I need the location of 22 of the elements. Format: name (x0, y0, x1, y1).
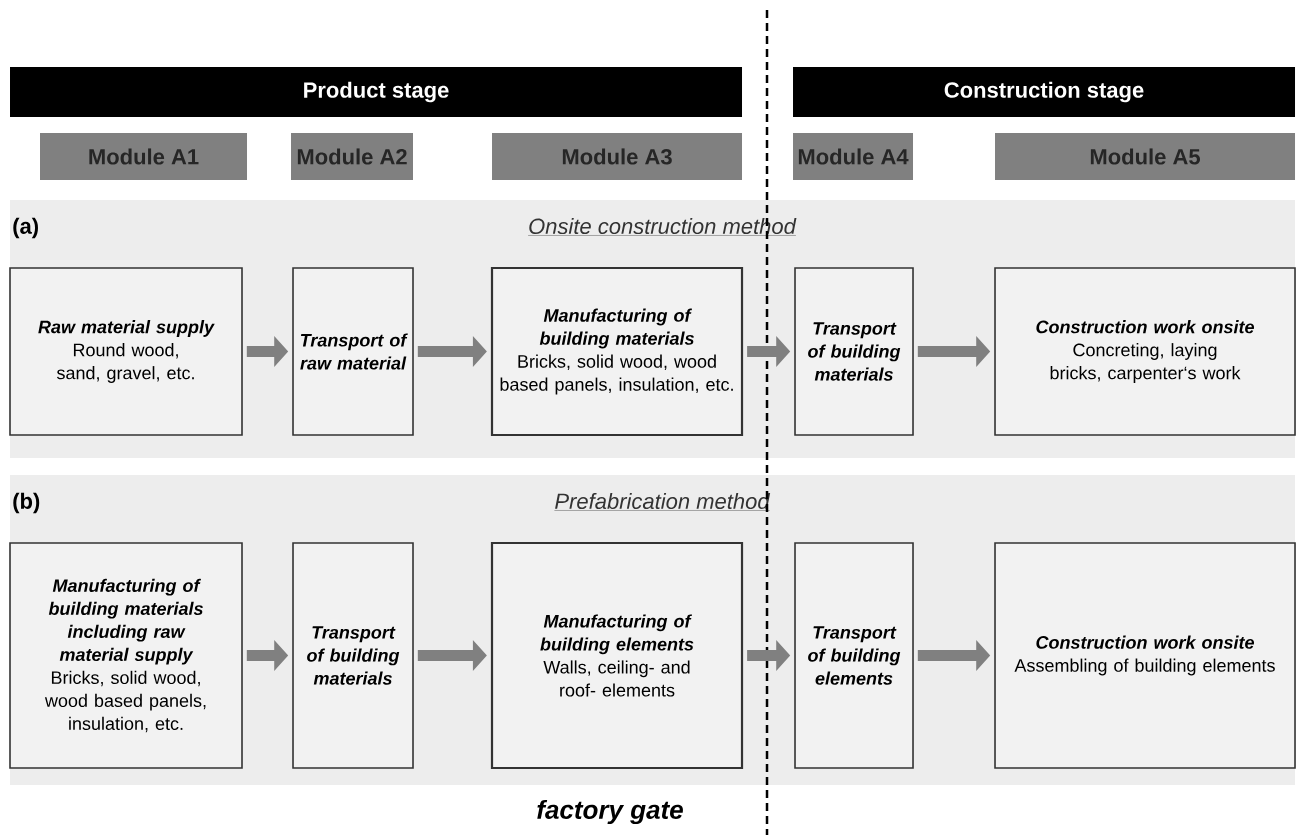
process-box: Transport of building elements (794, 542, 914, 769)
method-title: Onsite construction method (527, 217, 797, 236)
process-box: Construction work onsite Assembling of building elements (994, 542, 1296, 769)
stage-band: Product stage (10, 67, 742, 117)
process-box: Manufacturing of building materials Bricks, solid wood, wood based panels, insulation, etc. (490, 266, 744, 437)
process-box: Construction work onsite Concreting, laying bricks, carpenter‘s work (994, 267, 1296, 436)
panel-label: (a) (13, 217, 38, 239)
gate-label: factory gate (537, 799, 683, 825)
method-title: Prefabrication method (554, 492, 771, 511)
process-box: Transport of building materials (292, 542, 414, 769)
module-band: Module A2 (291, 133, 413, 180)
process-box: Manufacturing of building materials including raw material supply Bricks, solid wood, wood based panels, insulation, etc. (9, 542, 243, 769)
module-band: Module A3 (492, 133, 742, 180)
module-band: Module A4 (793, 133, 913, 180)
process-box: Raw material supply Round wood, sand, gravel, etc. (9, 267, 243, 436)
process-box: Transport of raw material (292, 267, 414, 436)
process-box: Transport of building materials (794, 267, 914, 436)
module-band: Module A1 (40, 133, 247, 180)
process-box: Manufacturing of building elements Walls, ceiling- and roof- elements (490, 541, 744, 770)
panel-label: (b) (13, 492, 40, 514)
module-band: Module A5 (995, 133, 1295, 180)
stage-band: Construction stage (793, 67, 1295, 117)
